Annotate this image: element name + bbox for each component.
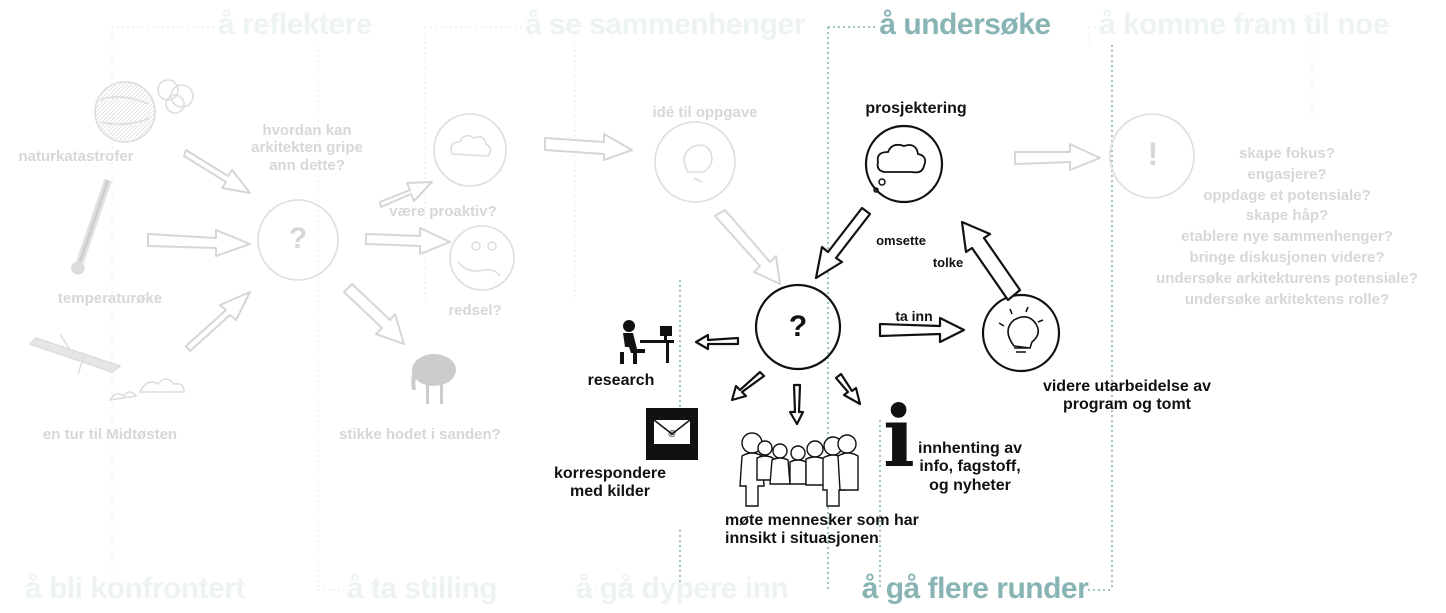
outcome-item: skape fokus? [1239, 145, 1335, 162]
prosjektering-circle [864, 124, 944, 204]
thought-cloud-icon [876, 143, 927, 174]
question-text: hvordan kan arkitekten gripe ann dette? [251, 122, 363, 174]
info-icon: i [883, 387, 915, 486]
active-grid-lines [679, 26, 1113, 591]
videre-line-2: program og tomt [1063, 396, 1191, 414]
outcome-item: skape håp? [1245, 207, 1329, 225]
innhenting-line-2: info, fagstoff, [919, 458, 1021, 476]
label-innhenting: innhenting av info, fagstoff, og nyheter [918, 440, 1022, 495]
label-videre: videre utarbeidelse av program og tomt [1043, 378, 1211, 415]
label-korrespondere: korrespondere med kilder [554, 465, 666, 502]
center-question-circle [754, 283, 842, 371]
arrow-korrespondere [730, 370, 766, 402]
stage-title-reflektere: å reflektere [217, 8, 373, 41]
korrespondere-line-1: korrespondere [553, 465, 667, 482]
stage-title-undersoke: å undersøke [879, 8, 1051, 41]
faded-idea-circle [654, 121, 736, 203]
idea-circle [981, 293, 1061, 373]
arrow-omsette [814, 206, 872, 280]
label-ta-inn: ta inn [895, 308, 933, 324]
email-icon: @ [646, 408, 698, 460]
reaction-hodet-i-sanden: stikke hodet i sanden? [339, 426, 501, 443]
outcome-item: engasjere? [1247, 165, 1327, 183]
cycle-arrows [694, 206, 1022, 426]
svg-text:@: @ [668, 429, 676, 438]
idea-label: idé til oppgave [652, 104, 758, 121]
arrow-research [694, 333, 740, 351]
trigger-naturkatastrofer: naturkatastrofer [18, 148, 134, 165]
arrow-mote [788, 383, 805, 426]
arrow-innhenting [834, 372, 862, 406]
faded-result-circle [1109, 113, 1195, 199]
people-group-icon [739, 432, 859, 507]
center-question-mark: ? [788, 310, 808, 343]
stage-title-konfrontert: å bli konfrontert [25, 572, 245, 605]
faded-question-circle [257, 199, 339, 281]
stage-title-se-sammenhenger: å se sammenhenger [525, 8, 805, 41]
stage-title-ta-stilling: å ta stilling [346, 572, 498, 605]
ostrich-icon [411, 354, 456, 404]
airplane-icon [28, 333, 122, 375]
question-line-2: arkitekten gripe [251, 139, 363, 157]
outcomes-list: skape fokus? engasjere? oppdage et poten… [1156, 144, 1418, 310]
label-mote-mennesker: møte mennesker som har innsikt i situasj… [725, 512, 919, 549]
label-omsette: omsette [876, 233, 926, 248]
faded-question-mark: ? [288, 222, 308, 255]
outcome-item: undersøke arkitektens rolle? [1184, 290, 1390, 308]
proactive-circle [433, 113, 507, 187]
research-desk-icon [620, 320, 674, 364]
faded-arrows [147, 133, 1101, 352]
active-cycle [754, 124, 1061, 373]
trigger-temperaturoke: temperaturøke [57, 290, 163, 307]
innhenting-line-3: og nyheter [929, 476, 1011, 494]
stage-title-dypere-inn: å gå dypere inn [575, 572, 789, 605]
thermometer-icon [71, 178, 112, 275]
stage-title-komme-fram: å komme fram til noe [1098, 8, 1390, 41]
label-prosjektering: prosjektering [865, 100, 967, 117]
mote-line-2: innsikt i situasjonen [725, 530, 879, 548]
trigger-midtosten: en tur til Midtøsten [42, 426, 178, 443]
question-line-3: ann dette? [269, 156, 345, 174]
label-research: research [587, 372, 655, 389]
innhenting-line-1: innhenting av [918, 440, 1022, 457]
lightbulb-icon [998, 306, 1044, 353]
korrespondere-line-2: med kilder [569, 483, 651, 501]
faded-grid-lines [111, 26, 1313, 591]
label-tolke: tolke [932, 255, 964, 270]
arrow-ta-inn [878, 316, 966, 344]
outcome-item: etablere nye sammenhenger? [1181, 228, 1393, 246]
clouds-icon [108, 378, 185, 402]
reaction-redsel: redsel? [448, 302, 502, 319]
faded-result-mark: ! [1147, 136, 1159, 172]
mote-line-1: møte mennesker som har [725, 512, 919, 529]
faded-illustrations [28, 79, 1195, 402]
outcome-item: undersøke arkitekturens potensiale? [1156, 269, 1418, 287]
outcome-item: bringe diskusjonen videre? [1189, 248, 1385, 266]
globe-icon [94, 79, 194, 143]
scared-face-icon [449, 225, 515, 291]
question-line-1: hvordan kan [262, 122, 352, 139]
stage-title-flere-runder: å gå flere runder [861, 572, 1089, 605]
reaction-proaktiv: være proaktiv? [389, 203, 497, 220]
arrow-tolke [960, 220, 1022, 302]
videre-line-1: videre utarbeidelse av [1042, 378, 1212, 395]
outcome-item: oppdage et potensiale? [1203, 186, 1371, 204]
